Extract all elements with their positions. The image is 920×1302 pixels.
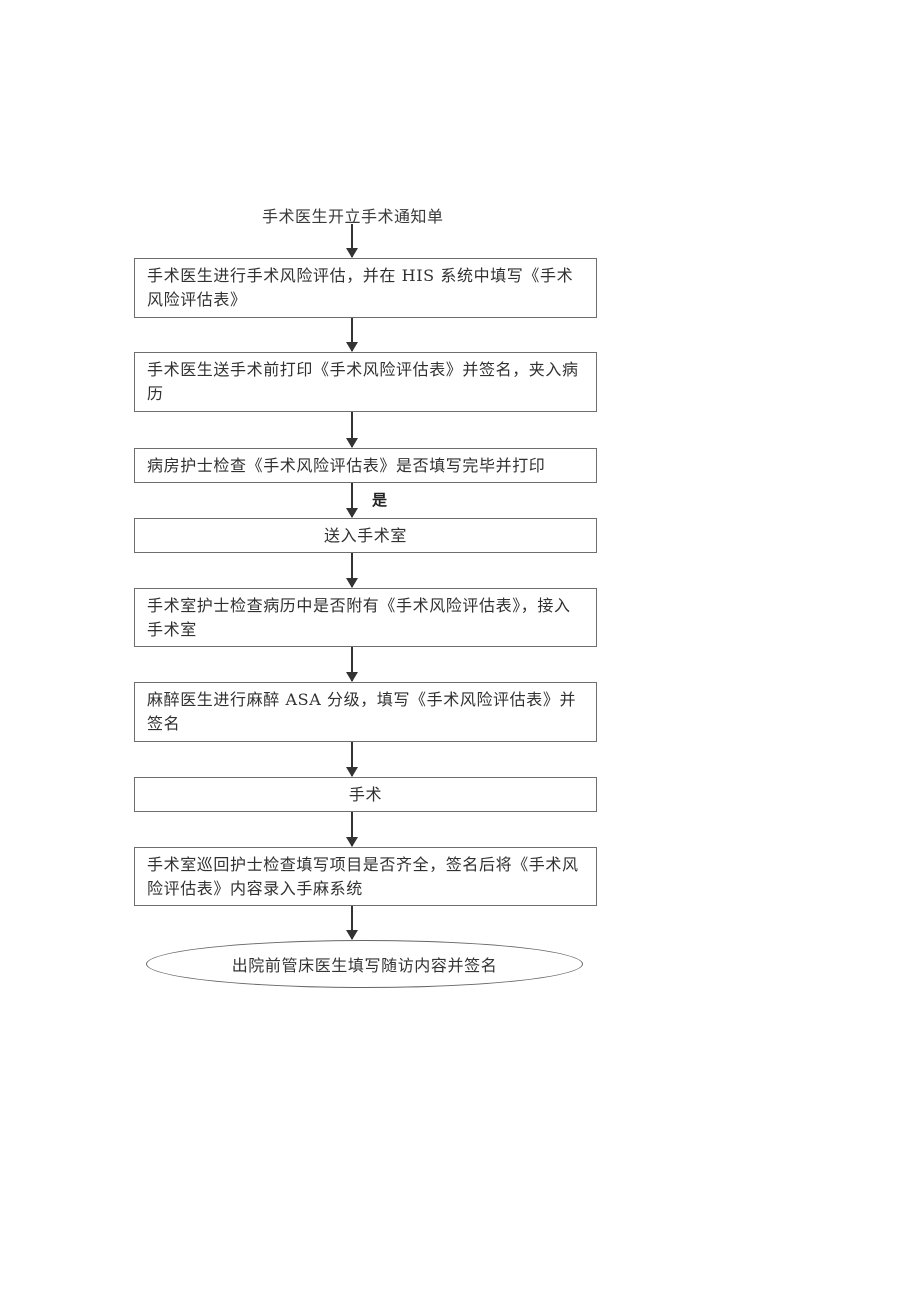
end-terminal: 出院前管床医生填写随访内容并签名 — [146, 940, 583, 988]
step-surgery: 手术 — [134, 777, 597, 812]
arrow-down-icon — [346, 553, 358, 588]
end-label: 出院前管床医生填写随访内容并签名 — [231, 956, 498, 975]
step-ward-nurse-check: 病房护士检查《手术风险评估表》是否填写完毕并打印 — [134, 448, 597, 483]
arrow-down-icon — [346, 224, 358, 258]
arrow-down-icon — [346, 742, 358, 777]
start-label: 手术医生开立手术通知单 — [262, 207, 444, 226]
step-send-to-or: 送入手术室 — [134, 518, 597, 553]
step-risk-assessment: 手术医生进行手术风险评估，并在 HIS 系统中填写《手术风险评估表》 — [134, 258, 597, 318]
arrow-down-icon — [346, 812, 358, 847]
arrow-down-icon — [346, 412, 358, 448]
arrow-down-icon — [346, 906, 358, 940]
arrow-down-icon — [346, 483, 358, 518]
arrow-down-icon — [346, 647, 358, 682]
step-or-nurse-check: 手术室护士检查病历中是否附有《手术风险评估表》，接入手术室 — [134, 588, 597, 647]
step-asa-grading: 麻醉医生进行麻醉 ASA 分级，填写《手术风险评估表》并签名 — [134, 682, 597, 742]
step-print-sign: 手术医生送手术前打印《手术风险评估表》并签名，夹入病历 — [134, 352, 597, 412]
arrow-down-icon — [346, 318, 358, 352]
decision-yes-label: 是 — [372, 491, 388, 509]
step-circulating-nurse: 手术室巡回护士检查填写项目是否齐全，签名后将《手术风险评估表》内容录入手麻系统 — [134, 847, 597, 906]
